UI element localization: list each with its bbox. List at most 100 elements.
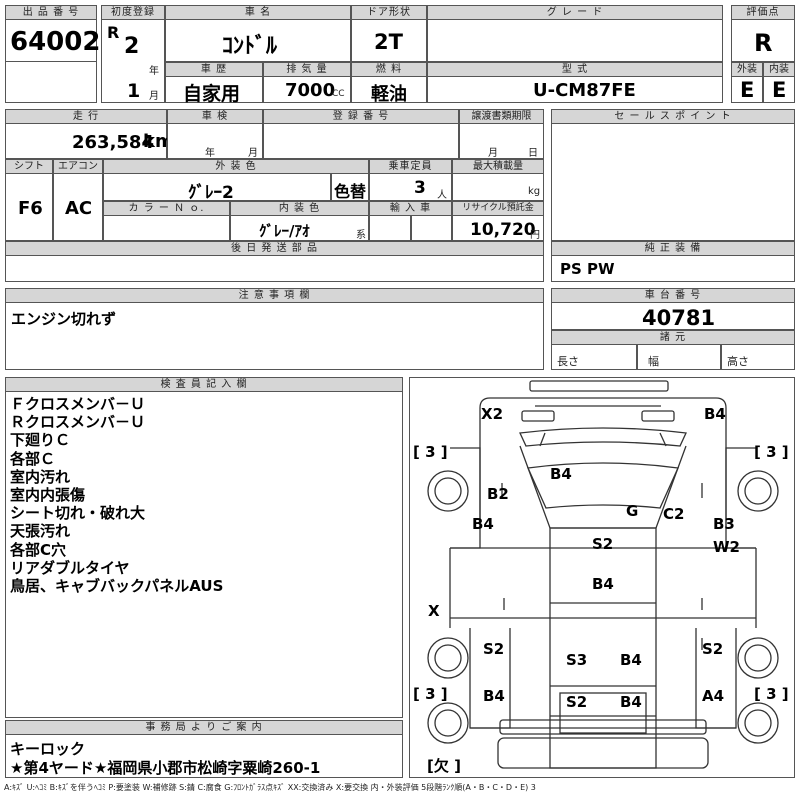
ac-cell: AC	[53, 173, 103, 241]
capacity-value: 3	[414, 178, 426, 198]
lot-label: 出 品 番 号	[5, 5, 97, 20]
first-reg-year: 2	[124, 34, 140, 59]
width-label: 幅	[648, 355, 659, 368]
exterior-cell: E	[731, 76, 763, 103]
damage-mark: C2	[663, 505, 685, 523]
truck-outline	[427, 380, 779, 769]
max-load-cell: kg	[452, 173, 544, 201]
exterior-color-value: ｸﾞﾚｰ2	[188, 183, 234, 203]
first-reg-cell: R 2 年 1 月	[101, 19, 165, 103]
inspector-item: Ｒクロスメンバ－Ｕ	[10, 413, 146, 432]
grade-label: グ レ ー ド	[427, 5, 723, 20]
month-unit: 月	[149, 91, 159, 102]
length-label: 長さ	[557, 355, 579, 368]
import-label: 輸 入 車	[369, 201, 452, 216]
shift-value: F6	[18, 198, 43, 219]
fuel-value: 軽油	[371, 84, 407, 105]
capacity-cell: 3 人	[369, 173, 452, 201]
office-label: 事 務 局 よ り ご 案 内	[5, 720, 403, 735]
registration-cell	[263, 123, 459, 159]
mileage-unit: km	[143, 131, 174, 152]
later-parts-label: 後 日 発 送 部 品	[5, 241, 544, 256]
damage-mark: S2	[483, 640, 505, 658]
spec-height-cell: 高さ	[721, 344, 795, 370]
damage-mark: S2	[566, 693, 588, 711]
exterior-color-cell: ｸﾞﾚｰ2	[103, 173, 331, 203]
transfer-cell: 月 日	[459, 123, 544, 159]
transfer-day-unit: 日	[528, 148, 538, 159]
model-value: U-CM87FE	[533, 80, 636, 101]
chassis-label: 車 台 番 号	[551, 288, 795, 303]
equipment-label: 純 正 装 備	[551, 241, 795, 256]
damage-mark: B2	[487, 485, 509, 503]
history-cell: 自家用	[165, 76, 263, 105]
inspector-item: シート切れ・破れ大	[10, 504, 146, 523]
mileage-value: 263,584	[72, 132, 154, 153]
recycle-unit: 円	[530, 230, 540, 241]
caution-text: エンジン切れず	[11, 310, 117, 328]
color-no-label: カ ラ ー Ｎ ｏ.	[103, 201, 230, 216]
score-cell: R	[731, 19, 795, 62]
capacity-unit: 人	[437, 190, 447, 201]
tread-left-rear: [ 3 ]	[413, 685, 448, 703]
damage-mark: S2	[702, 640, 724, 658]
import-cell-b	[411, 215, 452, 241]
ac-label: エアコン	[53, 159, 103, 174]
interior-color-cell: ｸﾞﾚｰ/ｱｵ 系	[230, 215, 369, 241]
damage-mark: B4	[704, 405, 726, 423]
inspector-list: Ｆクロスメンバ－Ｕ Ｒクロスメンバ－Ｕ 下廻りＣ 各部Ｃ 室内汚れ 室内内張傷 …	[10, 395, 223, 595]
mileage-label: 走 行	[5, 109, 167, 124]
score-label: 評価点	[731, 5, 795, 20]
damage-mark: X2	[481, 405, 504, 423]
first-reg-label: 初度登録	[101, 5, 165, 20]
spec-width-cell: 幅	[637, 344, 721, 370]
exterior-score: E	[740, 78, 755, 102]
later-parts-cell	[5, 255, 544, 282]
car-name-cell: ｺﾝﾄﾞﾙ	[165, 19, 351, 62]
office-cell: キーロック ★第4ヤード★福岡県小郡市松崎字粟崎260-1	[5, 734, 403, 778]
sales-points-cell	[551, 123, 795, 241]
damage-mark: X	[428, 602, 440, 620]
displacement-label: 排 気 量	[263, 62, 351, 77]
inspector-item: 天張汚れ	[10, 522, 71, 541]
inspector-item: 各部Ｃ	[10, 449, 56, 468]
interior-color-label: 内 装 色	[230, 201, 369, 216]
damage-mark: S3	[566, 651, 588, 669]
shift-cell: F6	[5, 173, 53, 241]
shift-label: シフト	[5, 159, 53, 174]
history-value: 自家用	[183, 83, 241, 105]
recycle-cell: 10,720 円	[452, 215, 544, 241]
damage-mark: B4	[472, 515, 494, 533]
history-label: 車 歴	[165, 62, 263, 77]
office-line-1: キーロック	[10, 740, 86, 758]
exterior-color-label: 外 装 色	[103, 159, 369, 174]
inspector-item: 鳥居、キャブバックパネルAUS	[10, 577, 224, 596]
damage-mark: S2	[592, 535, 614, 553]
interior-color-suffix: 系	[356, 230, 366, 241]
tread-left-front: [ 3 ]	[413, 443, 448, 461]
caution-label: 注 意 事 項 欄	[5, 288, 544, 303]
inspector-item: 室内内張傷	[10, 486, 86, 505]
equipment-cell: PS PW	[551, 255, 795, 282]
max-load-unit: kg	[528, 186, 541, 197]
chassis-number: 40781	[642, 306, 716, 330]
grade-cell	[427, 19, 723, 62]
inspector-item: 下廻りＣ	[10, 431, 71, 450]
inspection-month-unit: 月	[248, 148, 258, 159]
inspector-label: 検 査 員 記 入 欄	[5, 377, 403, 392]
color-change-cell: 色替	[331, 173, 369, 201]
transfer-label: 譲渡書類期限	[459, 109, 544, 124]
vehicle-diagram: [ 3 ] [ 3 ] [ 3 ] [ 3 ] [欠 ] X2 B4 B4 B2…	[409, 377, 795, 778]
lot-blank-cell	[5, 61, 97, 103]
interior-label: 内装	[763, 62, 795, 77]
exterior-label: 外装	[731, 62, 763, 77]
inspection-label: 車 検	[167, 109, 263, 124]
door-cell: 2T	[351, 19, 427, 62]
displacement-value: 7000	[285, 80, 336, 101]
era: R	[107, 23, 120, 42]
damage-mark: A4	[702, 687, 725, 705]
color-change: 色替	[334, 182, 367, 201]
equipment-value: PS PW	[560, 260, 615, 278]
max-load-label: 最大積載量	[452, 159, 544, 174]
mileage-cell: 263,584 km	[5, 123, 174, 159]
